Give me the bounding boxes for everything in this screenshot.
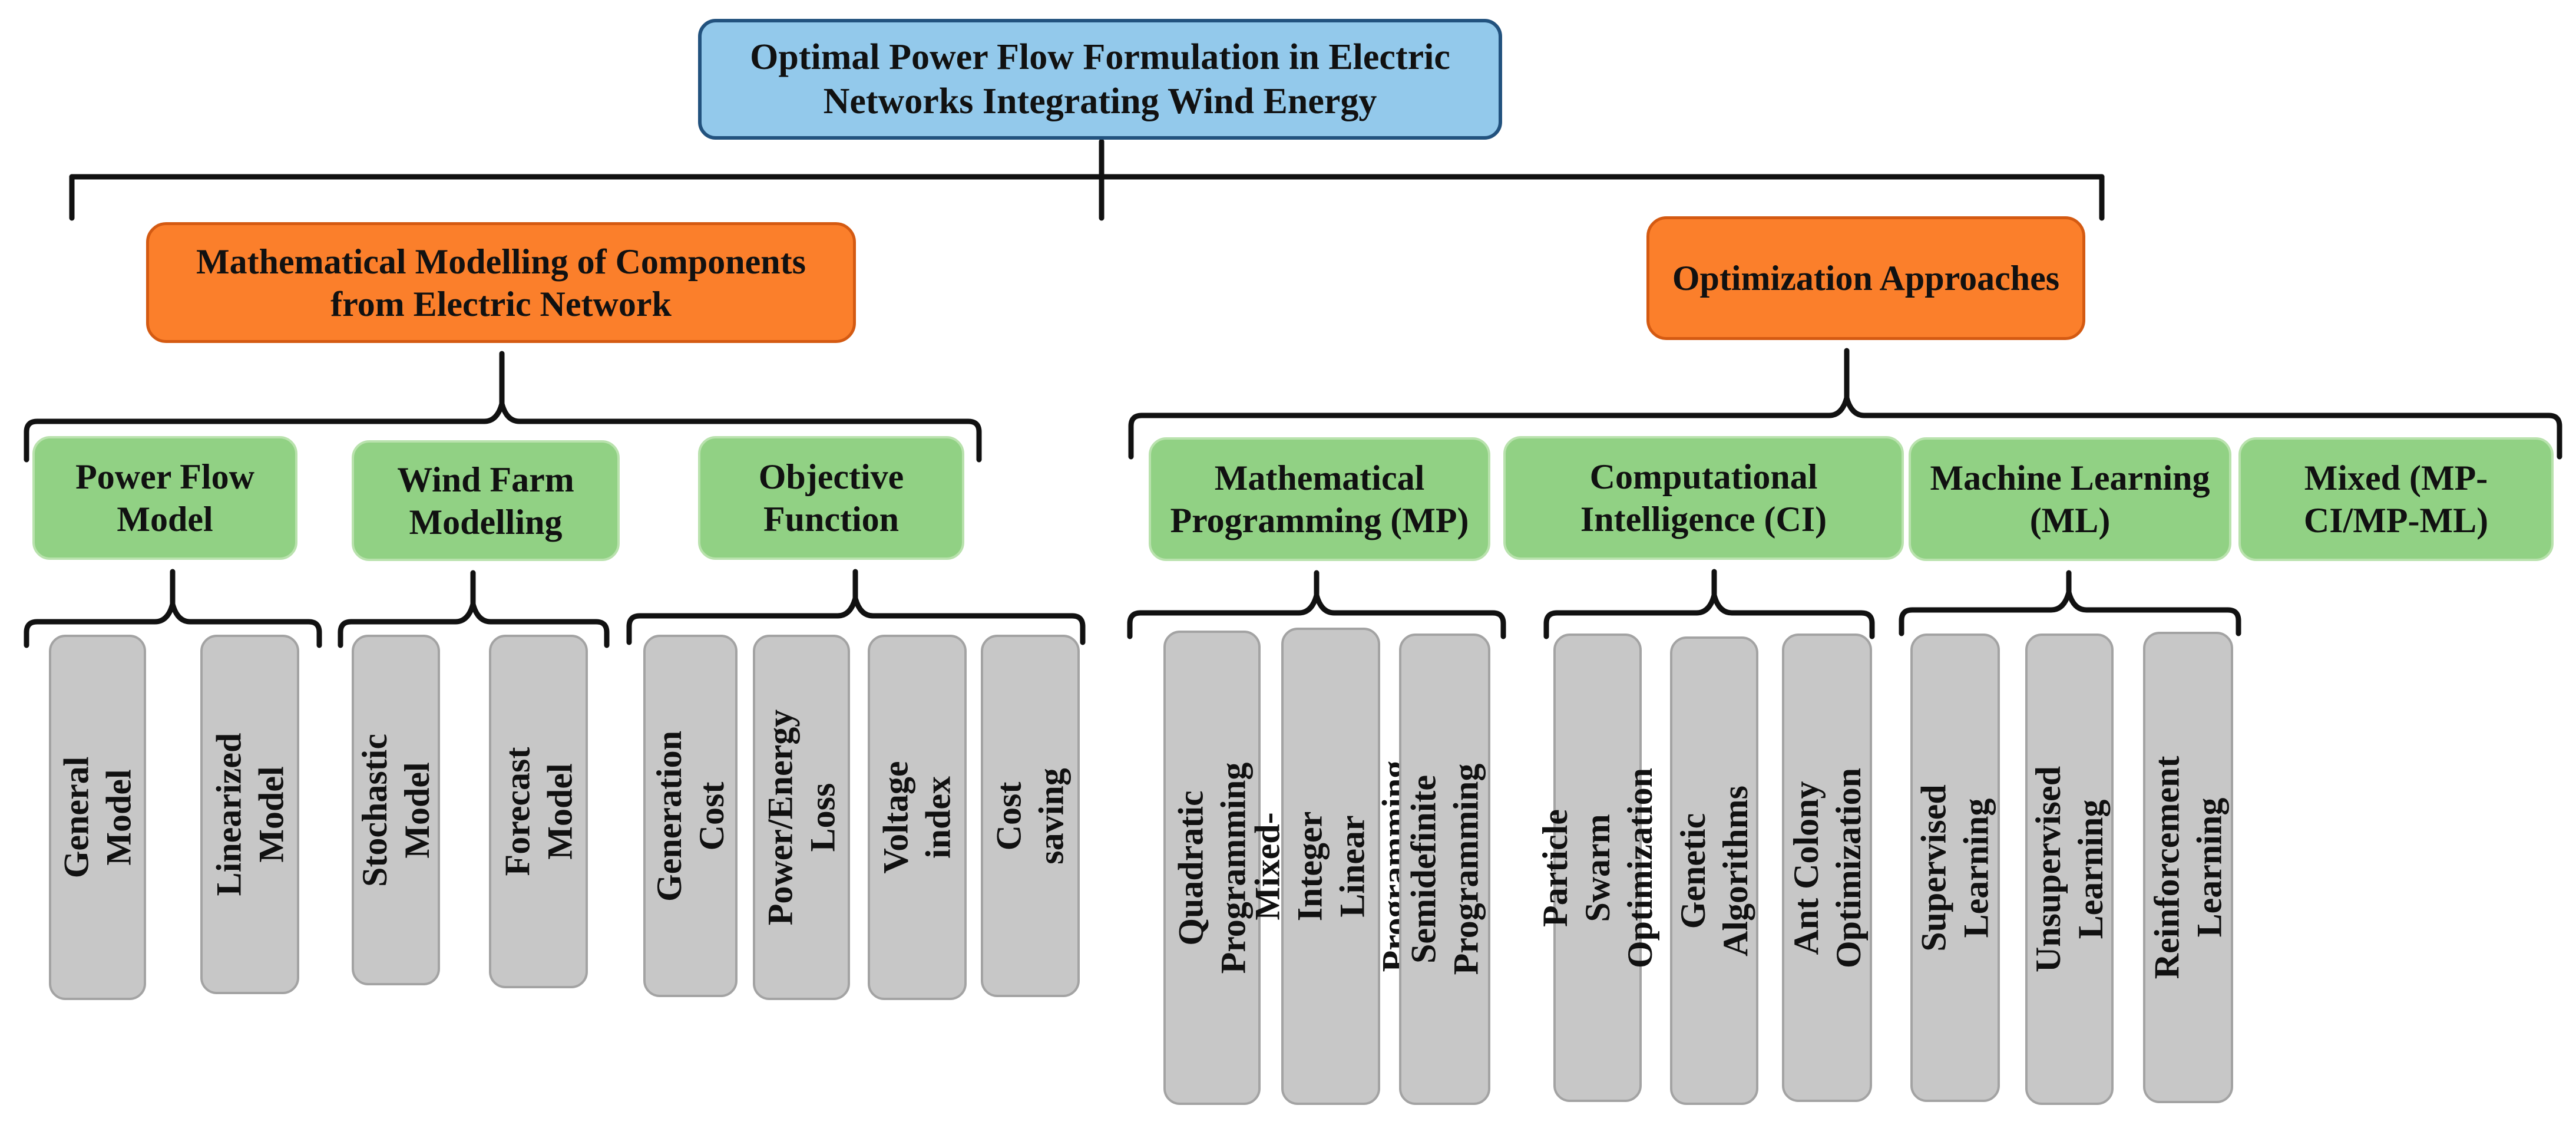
leaf-box-0-0-0-label: General Model <box>57 756 138 879</box>
leaf-box-0-1-0-label: Stochastic Model <box>355 733 437 887</box>
group-box-1-1: Computational Intelligence (CI) <box>1503 436 1904 560</box>
leaf-box-1-2-1: Unsupervised Learning <box>2025 634 2114 1105</box>
group-box-1-2: Machine Learning (ML) <box>1909 437 2231 561</box>
group-box-0-0-label: Power Flow Model <box>75 457 254 539</box>
group-brace-1-0 <box>1127 570 1506 639</box>
group-box-1-0-label: Mathematical Programming (MP) <box>1170 458 1469 540</box>
group-box-1-3-label: Mixed (MP-CI/MP-ML) <box>2303 458 2489 540</box>
leaf-box-1-1-2-label: Ant Colony Optimization <box>1786 767 1868 968</box>
leaf-box-0-2-0-label: Generation Cost <box>650 730 732 902</box>
group-brace-0-2 <box>626 569 1086 645</box>
leaf-box-0-0-1-label: Linearized Model <box>209 733 290 896</box>
leaf-box-0-2-2: Voltage index <box>868 635 967 1000</box>
leaf-box-1-0-0-label: Quadratic Programming <box>1171 762 1253 974</box>
root-title-box-label: Optimal Power Flow Formulation in Electr… <box>750 37 1450 121</box>
leaf-box-1-1-1-label: Genetic Algorithms <box>1674 785 1755 956</box>
leaf-box-1-0-2: Semidefinite Programming <box>1399 634 1490 1105</box>
leaf-box-1-2-0-label: Supervised Learning <box>1914 784 1996 952</box>
leaf-box-1-0-2-label: Semidefinite Programming <box>1404 763 1486 975</box>
group-box-1-0: Mathematical Programming (MP) <box>1149 437 1490 561</box>
group-box-0-2: Objective Function <box>698 436 964 560</box>
leaf-box-0-0-0: General Model <box>49 635 146 1000</box>
leaf-box-0-2-1-label: Power/Energy Loss <box>760 709 842 926</box>
category-optimization-approaches: Optimization Approaches <box>1646 216 2085 340</box>
leaf-box-0-1-1: Forecast Model <box>489 635 588 988</box>
group-box-0-0: Power Flow Model <box>32 436 297 560</box>
category-mathematical-modelling-brace <box>24 351 982 463</box>
group-brace-0-1 <box>338 570 610 648</box>
category-optimization-approaches-label: Optimization Approaches <box>1672 259 2060 298</box>
leaf-box-1-2-2: Reinforcement Learning <box>2143 632 2233 1103</box>
leaf-box-1-2-0: Supervised Learning <box>1910 634 2000 1102</box>
group-brace-1-2 <box>1899 570 2241 636</box>
leaf-box-1-0-1: Mixed-Integer Linear Programming <box>1248 628 1414 1105</box>
leaf-box-1-0-0: Quadratic Programming <box>1163 631 1261 1105</box>
group-brace-0-0 <box>24 569 322 648</box>
leaf-box-1-1-1: Genetic Algorithms <box>1670 636 1758 1105</box>
category-optimization-approaches-brace <box>1128 348 2562 460</box>
leaf-box-0-2-3: Cost saving <box>981 635 1080 997</box>
group-brace-1-1 <box>1543 569 1875 639</box>
leaf-box-0-2-2-label: Voltage index <box>877 761 958 874</box>
root-title-box: Optimal Power Flow Formulation in Electr… <box>698 19 1502 140</box>
leaf-box-1-2-2-label: Reinforcement Learning <box>2147 756 2229 979</box>
leaf-box-0-2-0: Generation Cost <box>643 635 738 997</box>
leaf-box-1-1-0-label: Particle Swarm Optimization <box>1536 767 1660 968</box>
group-box-1-2-label: Machine Learning (ML) <box>1930 458 2210 540</box>
leaf-box-0-2-3-label: Cost saving <box>990 767 1072 865</box>
leaf-box-1-0-1-label: Mixed-Integer Linear Programming <box>1248 760 1414 972</box>
group-box-0-1: Wind Farm Modelling <box>352 440 620 561</box>
group-box-0-2-label: Objective Function <box>758 457 904 539</box>
category-mathematical-modelling-label: Mathematical Modelling of Components fro… <box>196 242 806 324</box>
leaf-box-1-1-0: Particle Swarm Optimization <box>1536 634 1659 1102</box>
group-box-1-3: Mixed (MP-CI/MP-ML) <box>2238 437 2554 561</box>
group-box-1-1-label: Computational Intelligence (CI) <box>1580 457 1827 539</box>
leaf-box-0-1-0: Stochastic Model <box>352 635 440 985</box>
leaf-box-0-0-1: Linearized Model <box>200 635 299 994</box>
leaf-box-0-1-1-label: Forecast Model <box>498 747 580 876</box>
group-box-0-1-label: Wind Farm Modelling <box>397 460 574 542</box>
category-mathematical-modelling: Mathematical Modelling of Components fro… <box>146 222 856 343</box>
leaf-box-1-1-2: Ant Colony Optimization <box>1782 634 1872 1102</box>
leaf-box-1-2-1-label: Unsupervised Learning <box>2029 766 2111 973</box>
leaf-box-0-2-1: Power/Energy Loss <box>753 635 850 1000</box>
